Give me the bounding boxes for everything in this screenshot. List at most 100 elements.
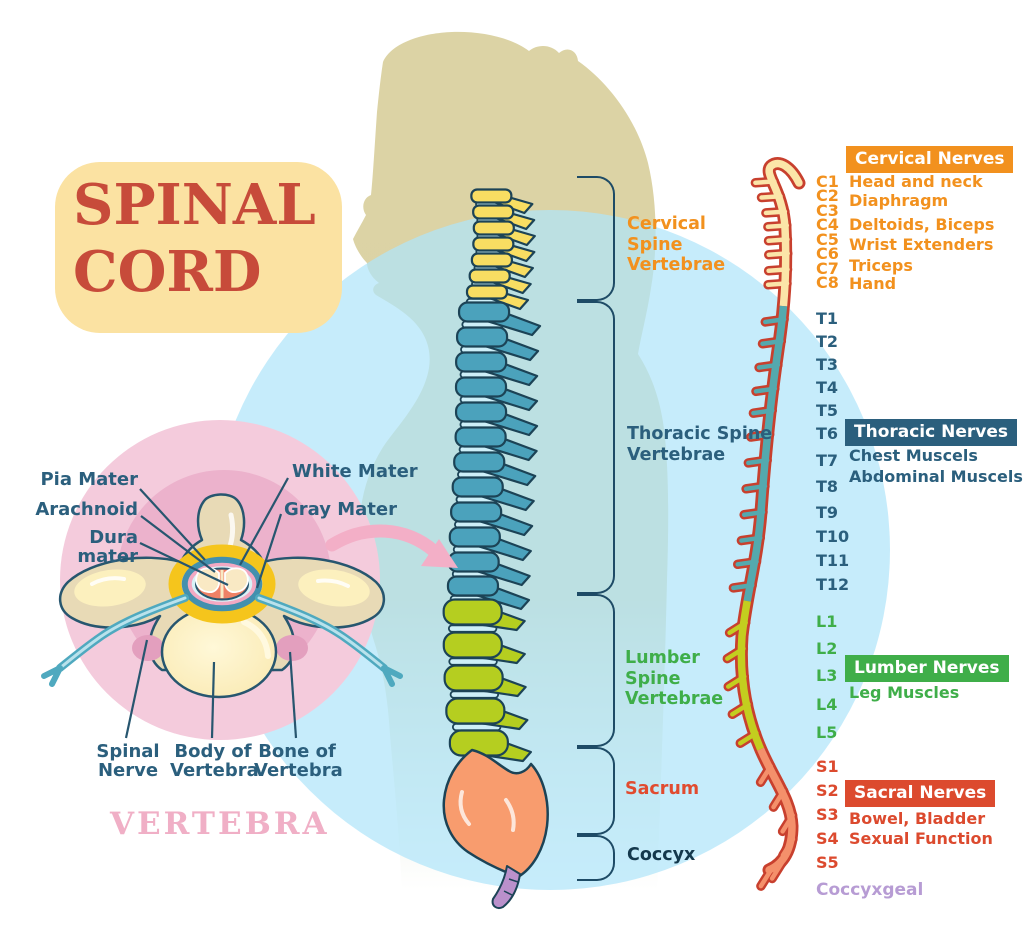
sacrum-highlight xyxy=(458,790,471,826)
level-C4: C4 xyxy=(816,215,839,234)
label-pia-mater: Pia Mater xyxy=(40,469,138,490)
level-L4: L4 xyxy=(816,695,838,714)
ligament-ring-yellow xyxy=(168,544,276,624)
label-body-of-vertebra: Body of Vertebra xyxy=(170,741,259,782)
spine-label-thoracic: Thoracic Spine Vertebrae xyxy=(627,424,773,465)
sacrum-highlight xyxy=(504,798,516,832)
gray-matter-butterfly xyxy=(195,567,249,594)
coccyx-segments xyxy=(503,878,519,896)
spinal-nerve-left-inner xyxy=(58,596,187,670)
function-label: Triceps xyxy=(849,256,913,275)
function-label: Abdominal Muscels xyxy=(849,467,1023,486)
leader-white xyxy=(239,477,289,566)
level-T9: T9 xyxy=(816,503,839,522)
function-label: Sexual Function xyxy=(849,829,993,848)
function-label: Deltoids, Biceps xyxy=(849,215,995,234)
title-box: SPINAL CORD xyxy=(55,162,342,333)
level-T12: T12 xyxy=(816,575,850,594)
function-label: Bowel, Bladder xyxy=(849,809,986,828)
level-L1: L1 xyxy=(816,612,838,631)
level-S3: S3 xyxy=(816,805,839,824)
foramen-right xyxy=(276,635,308,661)
facet-right xyxy=(298,569,370,607)
level-C3: C3 xyxy=(816,201,839,220)
spine-label-coccyx: Coccyx xyxy=(627,845,696,865)
level-C7: C7 xyxy=(816,259,839,278)
foramen-left xyxy=(132,635,164,661)
level-C8: C8 xyxy=(816,273,839,292)
leader-arachnoid xyxy=(140,515,216,573)
label-coccygeal: Coccyxgeal xyxy=(816,880,924,900)
level-T2: T2 xyxy=(816,332,839,351)
function-label: Hand xyxy=(849,274,897,293)
title-line-2: CORD xyxy=(73,239,262,306)
level-L5: L5 xyxy=(816,723,838,742)
vertebra-caption: VERTEBRA xyxy=(110,806,330,842)
badge-lumber-nerves: Lumber Nerves xyxy=(845,655,1009,682)
level-C6: C6 xyxy=(816,244,839,263)
level-T6: T6 xyxy=(816,424,839,443)
background-circle xyxy=(210,210,890,890)
spine-label-cervical: Cervical Spine Vertebrae xyxy=(627,214,726,276)
facet-highlight xyxy=(90,576,126,586)
coccyx-shape xyxy=(491,865,521,909)
level-T8: T8 xyxy=(816,477,839,496)
facet-highlight xyxy=(316,578,350,588)
level-T10: T10 xyxy=(816,527,850,546)
function-label: Head and neck xyxy=(849,172,983,191)
label-arachnoid: Arachnoid xyxy=(35,499,138,520)
badge-cervical-nerves: Cervical Nerves xyxy=(846,146,1014,173)
leader-spinal-nerve xyxy=(124,639,149,739)
leader-pia xyxy=(139,488,206,561)
spine-illustration xyxy=(442,188,542,763)
brace-thoracic xyxy=(577,301,615,594)
brace-coccyx xyxy=(577,835,615,881)
badge-sacral-nerves: Sacral Nerves xyxy=(845,780,996,807)
level-C2: C2 xyxy=(816,186,839,205)
level-S4: S4 xyxy=(816,829,839,848)
leader-lines xyxy=(124,477,298,739)
brace-lumbar xyxy=(577,594,615,747)
leader-body xyxy=(210,661,216,739)
label-bone-of-vertebra: Bone of Vertebra xyxy=(254,741,343,782)
spinal-nerve-left-fork xyxy=(41,665,63,687)
label-spinal-nerve: Spinal Nerve xyxy=(96,741,160,782)
label-dura-mater: Dura mater xyxy=(77,527,138,568)
sacrum-shape xyxy=(442,748,549,879)
level-L3: L3 xyxy=(816,666,838,685)
spine-label-lumbar: Lumber Spine Vertebrae xyxy=(625,648,724,710)
function-label: Leg Muscles xyxy=(849,683,960,702)
spinal-nerve-right-inner xyxy=(257,596,386,670)
leader-gray xyxy=(255,513,283,589)
level-T4: T4 xyxy=(816,378,839,397)
level-S5: S5 xyxy=(816,853,839,872)
level-L2: L2 xyxy=(816,639,838,658)
spinal-cord-graphic xyxy=(722,157,806,891)
body-highlight xyxy=(241,619,271,659)
leader-bone xyxy=(288,651,298,739)
leader-dura xyxy=(139,542,229,586)
level-S1: S1 xyxy=(816,757,839,776)
facet-left xyxy=(74,569,146,607)
level-T3: T3 xyxy=(816,355,839,374)
label-white-mater: White Mater xyxy=(292,461,418,482)
function-label: Diaphragm xyxy=(849,191,949,210)
level-T7: T7 xyxy=(816,451,839,470)
level-T11: T11 xyxy=(816,551,850,570)
level-S2: S2 xyxy=(816,781,839,800)
level-T5: T5 xyxy=(816,401,839,420)
arachnoid-ring xyxy=(187,562,257,606)
function-label: Chest Muscels xyxy=(849,446,978,465)
level-C1: C1 xyxy=(816,172,839,191)
spinal-nerve-right-fork xyxy=(381,665,403,687)
brace-cervical xyxy=(577,176,615,301)
title-line-1: SPINAL xyxy=(73,172,316,238)
function-label: Wrist Extenders xyxy=(849,235,994,254)
label-gray-mater: Gray Mater xyxy=(284,499,397,520)
level-T1: T1 xyxy=(816,309,839,328)
brace-sacrum xyxy=(577,747,615,835)
badge-thoracic-nerves: Thoracic Nerves xyxy=(845,419,1018,446)
spine-label-sacrum: Sacrum xyxy=(625,779,700,799)
